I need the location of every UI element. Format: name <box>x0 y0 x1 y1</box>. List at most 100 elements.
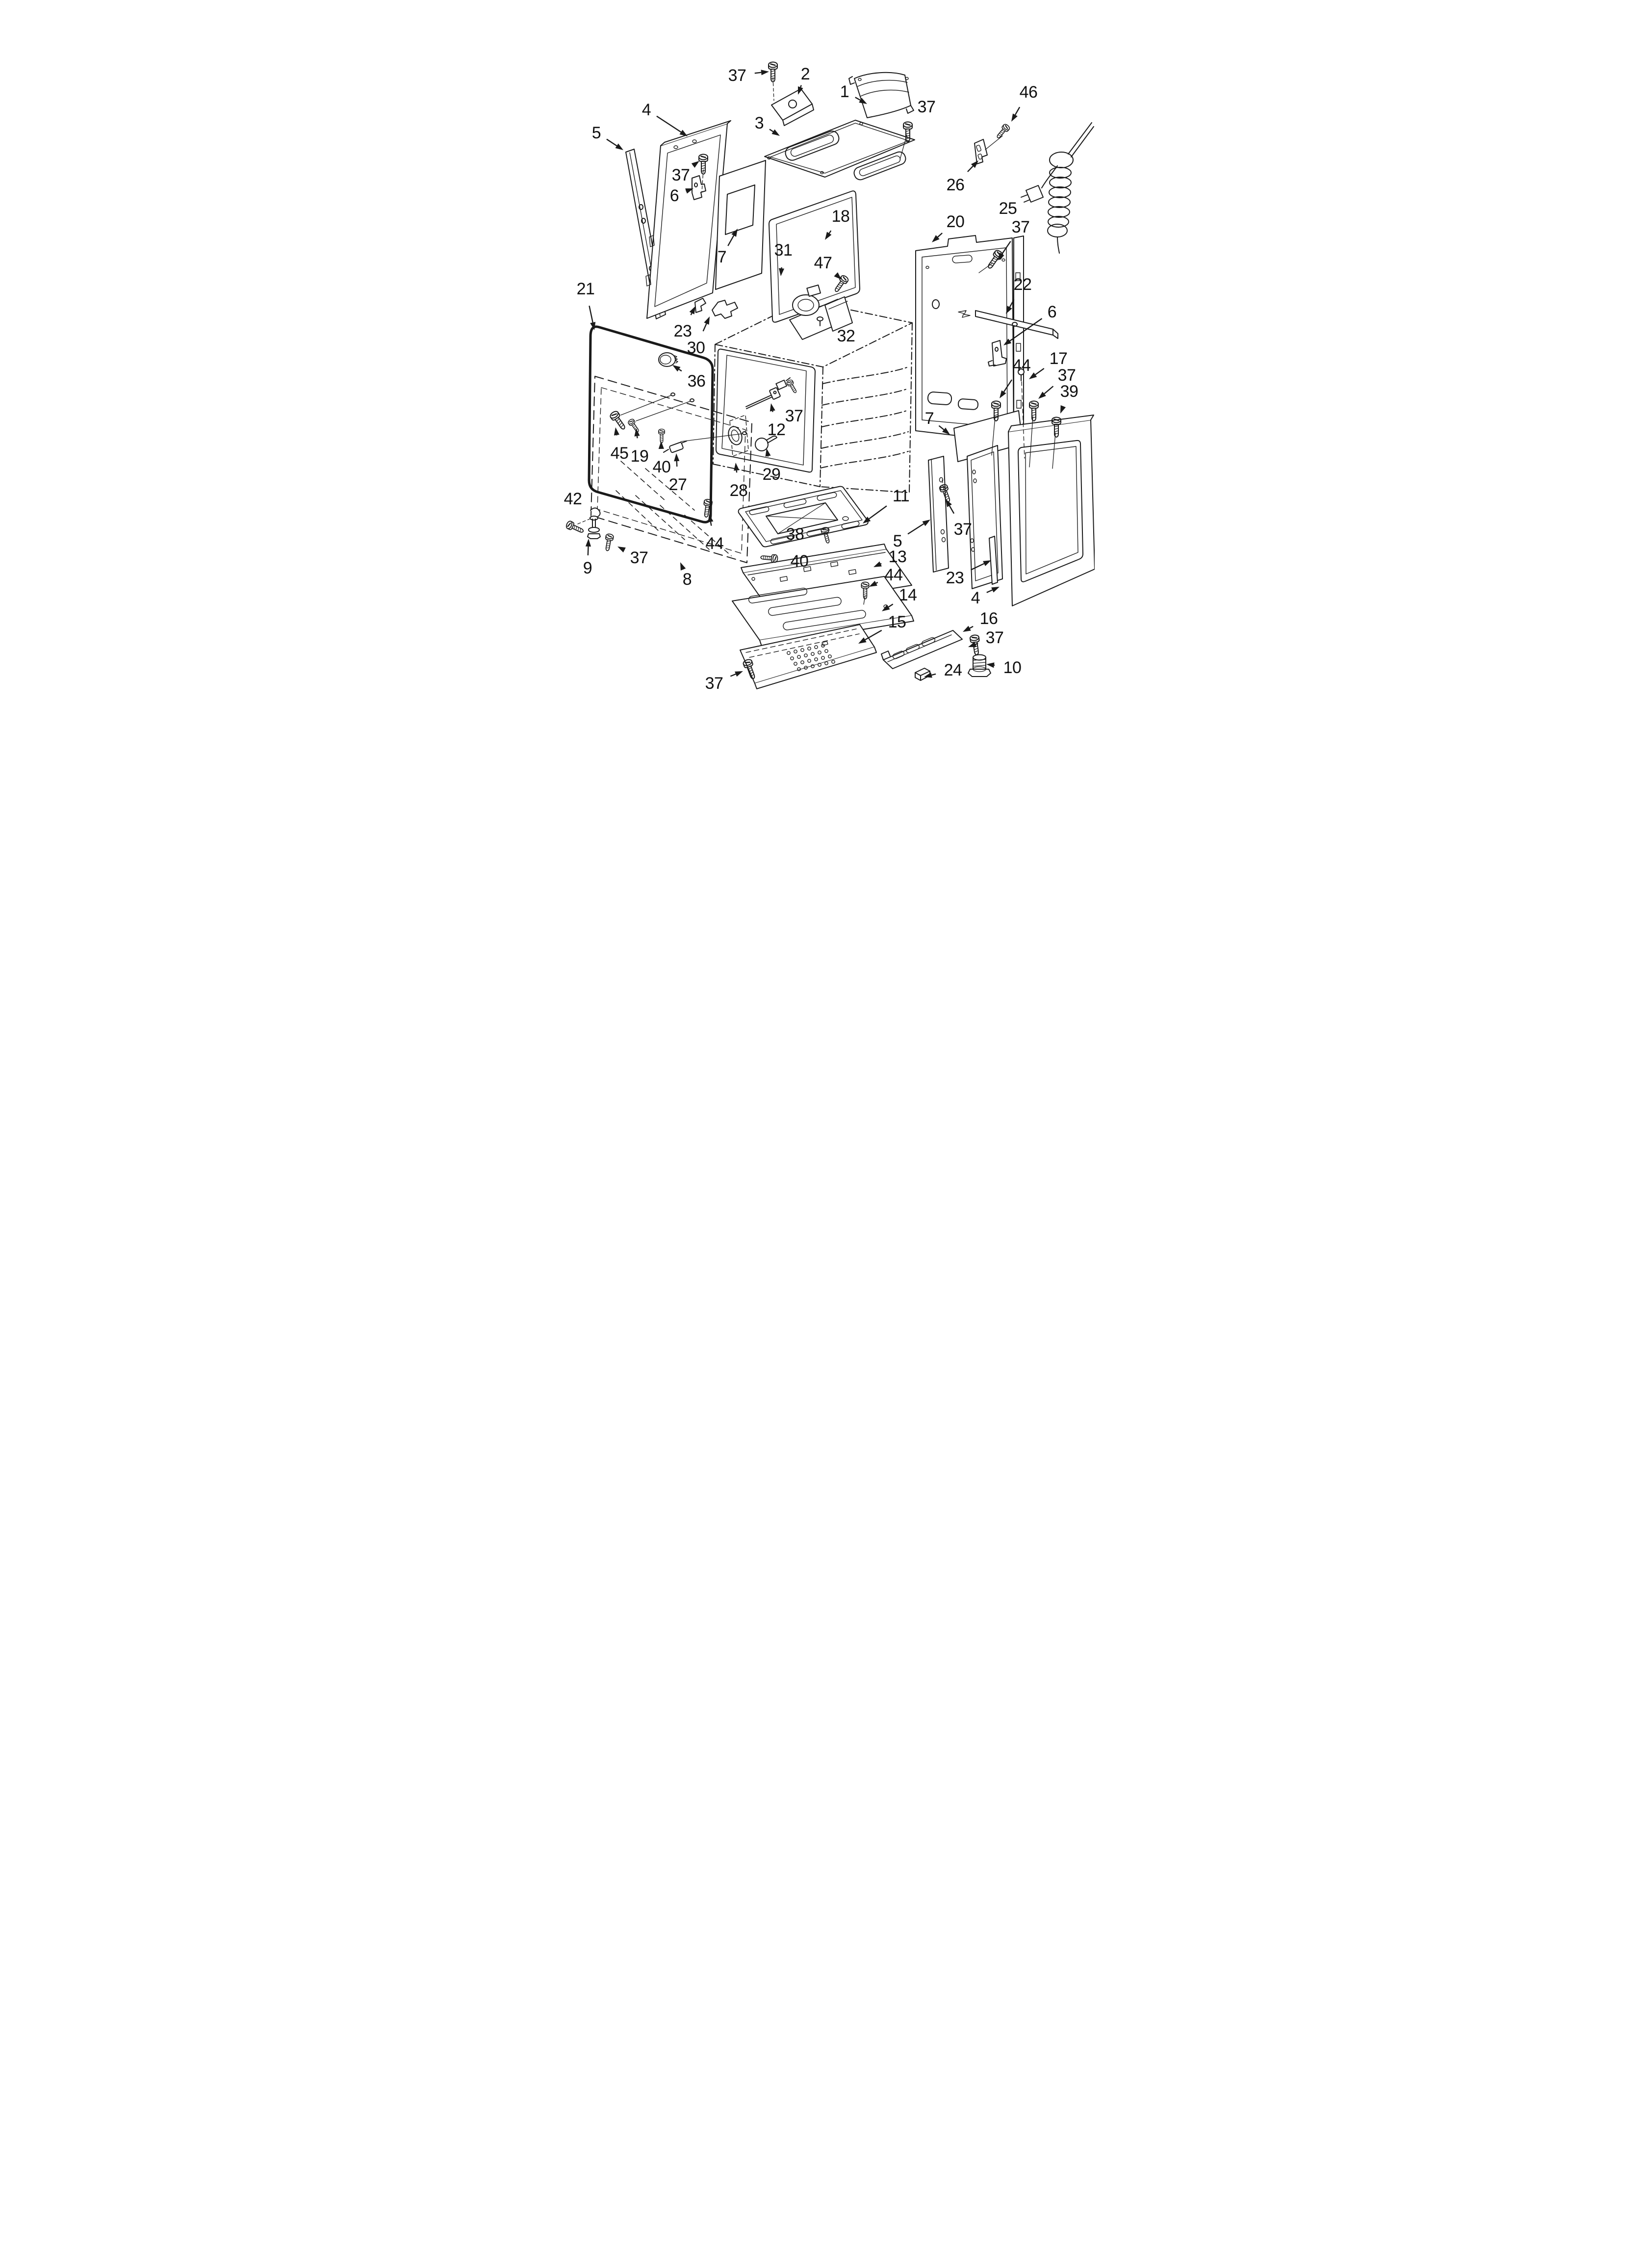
part-control-knob <box>658 352 678 367</box>
callout-label-37: 37 <box>728 66 746 85</box>
screw-37-hinge <box>603 533 615 552</box>
arrowhead <box>1011 113 1018 122</box>
arrowhead <box>986 662 995 668</box>
callout-label-5: 5 <box>592 124 601 142</box>
part-anti-tip-clip <box>915 668 930 681</box>
callout-44-36: 44 <box>706 514 724 553</box>
leader-line <box>978 262 993 273</box>
callout-label-37: 37 <box>630 548 648 567</box>
part-heat-shield <box>769 190 860 323</box>
part-leveling-leg <box>968 654 991 677</box>
arrowhead <box>971 160 978 168</box>
callout-label-4: 4 <box>971 589 980 607</box>
arrowhead <box>634 428 640 437</box>
screw-40-bottom <box>760 553 779 563</box>
callout-label-15: 15 <box>888 613 906 631</box>
part-support-bracket-left <box>692 175 706 200</box>
callout-27-32: 27 <box>669 453 687 494</box>
screw-19 <box>627 417 641 434</box>
callout-7-41: 7 <box>925 409 950 435</box>
part-latch-hook <box>712 300 738 319</box>
leader-line <box>680 433 743 442</box>
callout-1-2: 1 <box>840 82 867 104</box>
arrowhead <box>689 306 695 314</box>
callout-label-22: 22 <box>1014 275 1032 294</box>
arrowhead <box>614 427 619 436</box>
callout-26-8: 26 <box>947 160 978 194</box>
arrowhead <box>731 229 738 237</box>
callout-28-28: 28 <box>730 463 748 500</box>
part-latch-motor-assembly <box>789 285 853 340</box>
arrowhead <box>770 403 775 412</box>
leader-line <box>991 416 996 456</box>
part-hinge-pin <box>1018 368 1025 459</box>
callout-label-7: 7 <box>925 409 934 428</box>
leader-line <box>701 169 704 193</box>
callout-38-39: 38 <box>786 525 804 544</box>
callout-label-44: 44 <box>706 534 724 553</box>
leader-line <box>1029 416 1033 468</box>
screw-42 <box>564 520 586 536</box>
leader-line <box>899 134 907 160</box>
arrowhead <box>734 463 740 471</box>
callout-label-30: 30 <box>687 339 705 357</box>
callout-label-31: 31 <box>774 241 793 260</box>
callout-label-44: 44 <box>1013 356 1031 375</box>
part-cross-brace <box>975 310 1058 339</box>
callout-18-14: 18 <box>825 207 850 240</box>
arrowhead <box>932 235 940 242</box>
callout-14-52: 14 <box>882 586 917 611</box>
part-door-switch-tab <box>694 298 706 313</box>
arrowhead <box>708 514 714 522</box>
callout-37-35: 37 <box>617 547 648 567</box>
callout-label-40: 40 <box>791 552 809 571</box>
callout-label-17: 17 <box>1050 349 1068 368</box>
callout-label-4: 4 <box>642 101 651 119</box>
callout-label-5: 5 <box>893 532 902 550</box>
callout-37-54: 37 <box>705 671 743 693</box>
arrowhead <box>771 129 780 136</box>
callout-42-33: 42 <box>564 490 582 508</box>
callout-6-19: 6 <box>670 186 693 205</box>
arrowhead <box>685 188 693 194</box>
callout-5-5: 5 <box>592 124 623 150</box>
callout-label-26: 26 <box>947 176 965 194</box>
callout-37-0: 37 <box>728 66 769 85</box>
part-door-liner <box>967 445 1003 589</box>
part-vent-duct <box>848 72 914 118</box>
callout-30-23: 30 <box>687 316 710 357</box>
callout-label-44: 44 <box>885 566 903 584</box>
part-oven-lamp-bulb <box>755 435 777 451</box>
callout-label-9: 9 <box>583 559 592 577</box>
arrowhead <box>998 252 1004 261</box>
callout-23-47: 23 <box>946 560 991 587</box>
callout-16-55: 16 <box>963 609 998 632</box>
callout-47-16: 47 <box>814 254 842 280</box>
callout-39-45: 39 <box>1060 382 1078 414</box>
callout-10-58: 10 <box>986 658 1022 677</box>
callout-7-20: 7 <box>718 229 738 266</box>
part-door-gasket <box>588 325 714 523</box>
leader-line <box>985 135 1003 150</box>
callout-29-27: 29 <box>763 448 781 484</box>
callout-label-37: 37 <box>705 674 723 693</box>
callout-22-12: 22 <box>1006 275 1032 314</box>
arrowhead <box>797 86 803 95</box>
part-side-trim-rail-right <box>928 456 949 573</box>
arrowhead <box>859 98 867 104</box>
line-art <box>564 61 1095 689</box>
arrowhead <box>658 441 664 449</box>
callout-13-49: 13 <box>873 547 907 567</box>
callout-37-46: 37 <box>946 499 972 539</box>
arrowhead <box>983 560 991 566</box>
callout-label-25: 25 <box>999 199 1017 218</box>
leader-line <box>620 395 671 416</box>
callout-label-8: 8 <box>683 570 692 589</box>
callout-40-50: 40 <box>791 552 809 571</box>
callout-label-20: 20 <box>947 212 965 231</box>
arrowhead <box>1003 339 1012 345</box>
arrowhead <box>834 272 842 280</box>
arrowhead <box>672 365 681 372</box>
leader-line <box>577 519 590 524</box>
part-support-bracket-right <box>988 340 1007 366</box>
